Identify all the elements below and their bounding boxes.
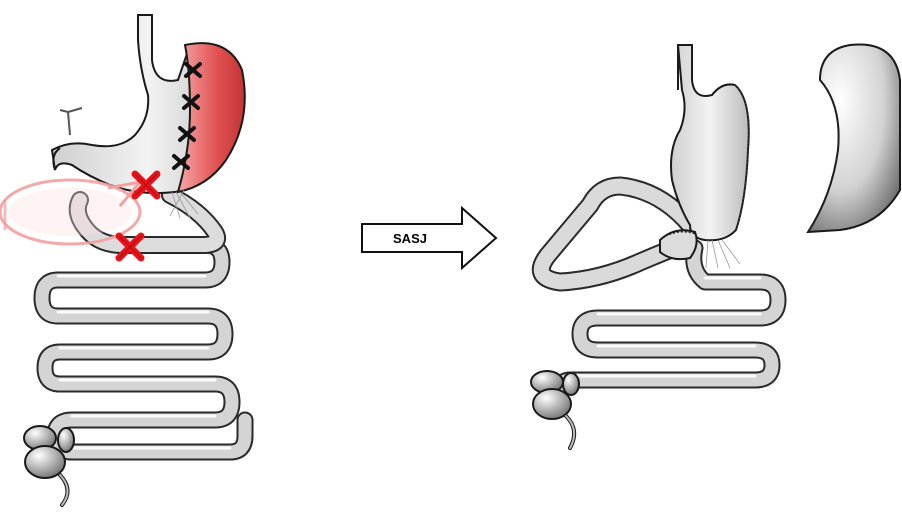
anastomosis-icon (660, 230, 697, 259)
transition-arrow: SASJ (362, 208, 496, 268)
colon-icon (531, 371, 579, 448)
colon-icon (24, 426, 74, 505)
left-panel (0, 15, 245, 505)
removed-fundus-icon (808, 44, 900, 232)
arrow-label: SASJ (393, 231, 427, 246)
right-panel (531, 44, 900, 448)
small-bowel-icon (42, 241, 245, 452)
